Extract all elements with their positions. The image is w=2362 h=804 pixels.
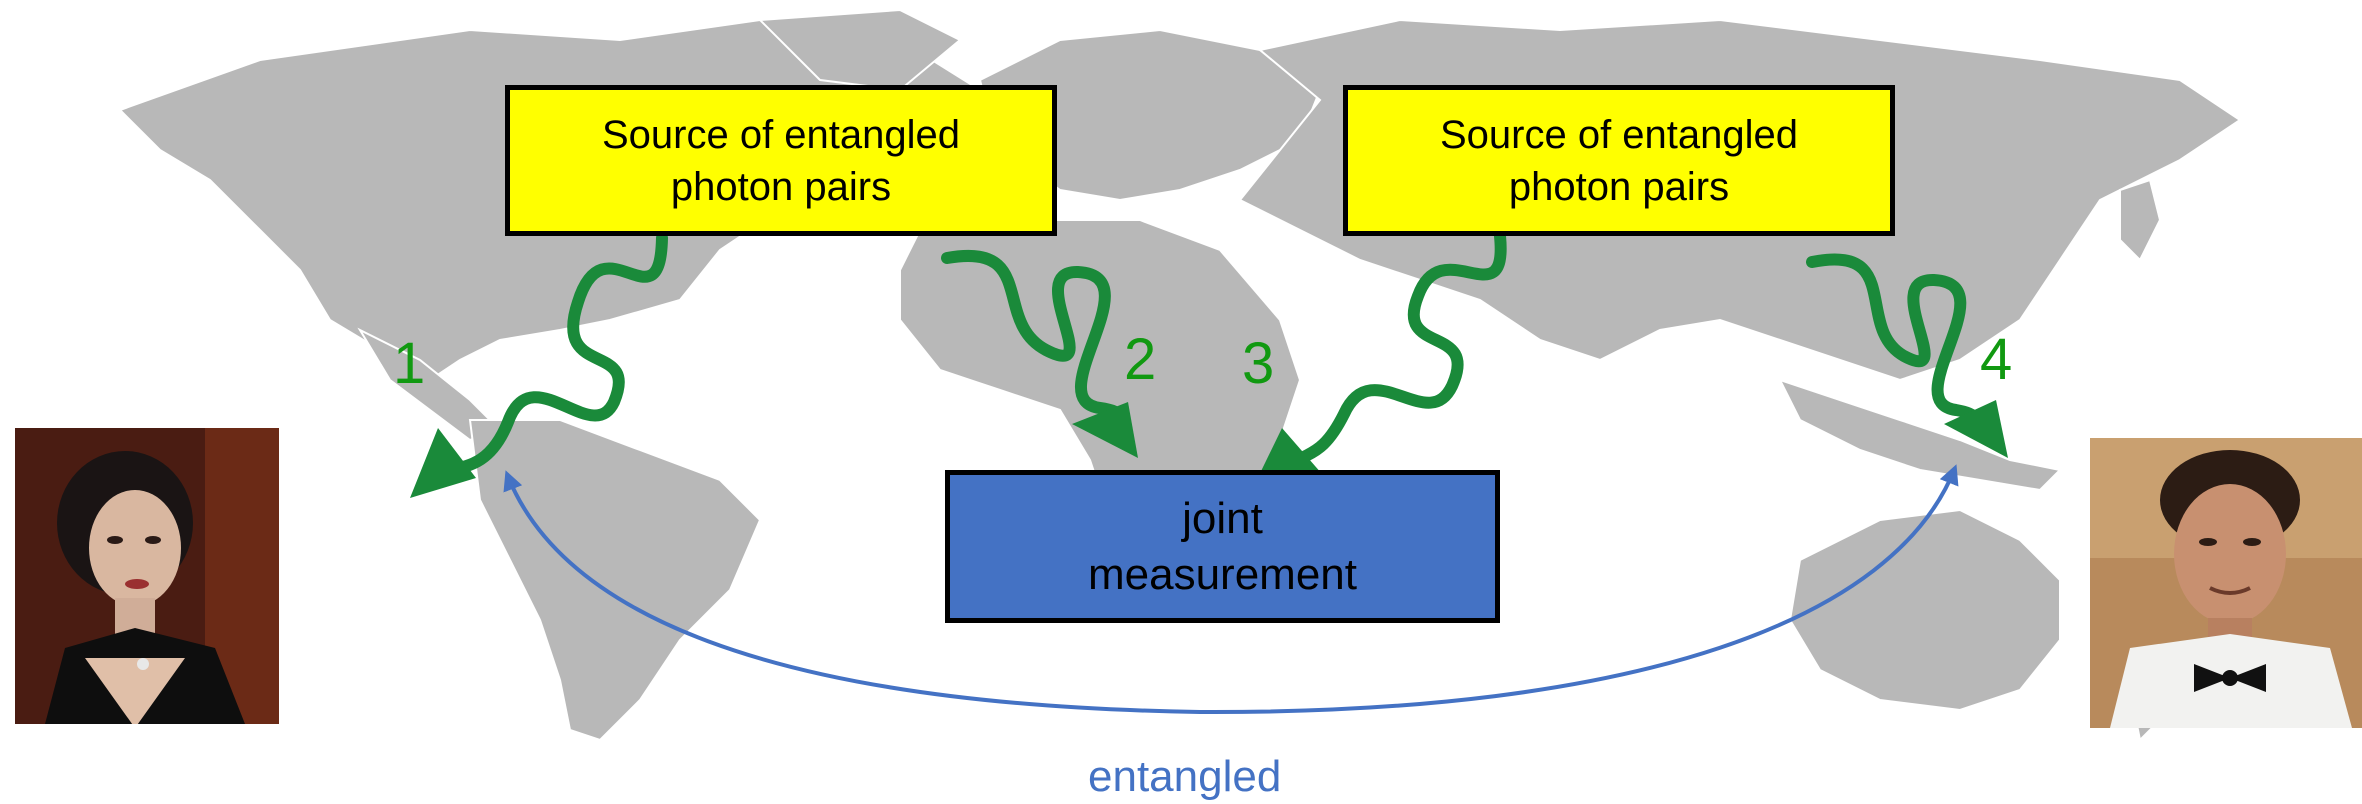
- photon-1-arrowhead: [410, 428, 476, 498]
- photon-label-1: 1: [393, 331, 426, 396]
- entangled-label: entangled: [1088, 752, 1282, 801]
- entanglement-arc: [503, 464, 1959, 715]
- photon-2-wave: [941, 250, 1126, 432]
- joint-measurement-label: joint measurement: [1087, 493, 1357, 599]
- greenland-shape: [757, 8, 962, 92]
- japan-shape: [2119, 178, 2162, 262]
- australia-shape: [1788, 508, 2061, 712]
- photon-4-wave: [1806, 253, 1980, 428]
- portrait-left: [15, 428, 279, 724]
- source-box-right-label: Source of entangled photon pairs: [1439, 112, 1799, 209]
- photon-2-arrowhead: [1072, 402, 1138, 458]
- southeast-asia-shape: [1778, 378, 2063, 492]
- source-box-left: Source of entangled photon pairs: [505, 85, 1057, 236]
- photon-label-2: 2: [1124, 327, 1157, 392]
- world-map: [118, 8, 2242, 743]
- photon-label-4: 4: [1980, 327, 2013, 392]
- source-box-left-label: Source of entangled photon pairs: [601, 112, 961, 209]
- man-portrait-icon: [2090, 438, 2362, 728]
- source-box-right: Source of entangled photon pairs: [1343, 85, 1895, 236]
- photon-1-wave: [444, 232, 668, 476]
- woman-portrait-icon: [15, 428, 279, 724]
- photon-4-arrowhead: [1944, 400, 2008, 458]
- south-america-shape: [468, 419, 762, 742]
- portrait-right: [2090, 438, 2362, 728]
- photon-label-3: 3: [1242, 331, 1275, 396]
- photon-3-wave: [1296, 230, 1507, 464]
- joint-measurement-box: joint measurement: [945, 470, 1500, 623]
